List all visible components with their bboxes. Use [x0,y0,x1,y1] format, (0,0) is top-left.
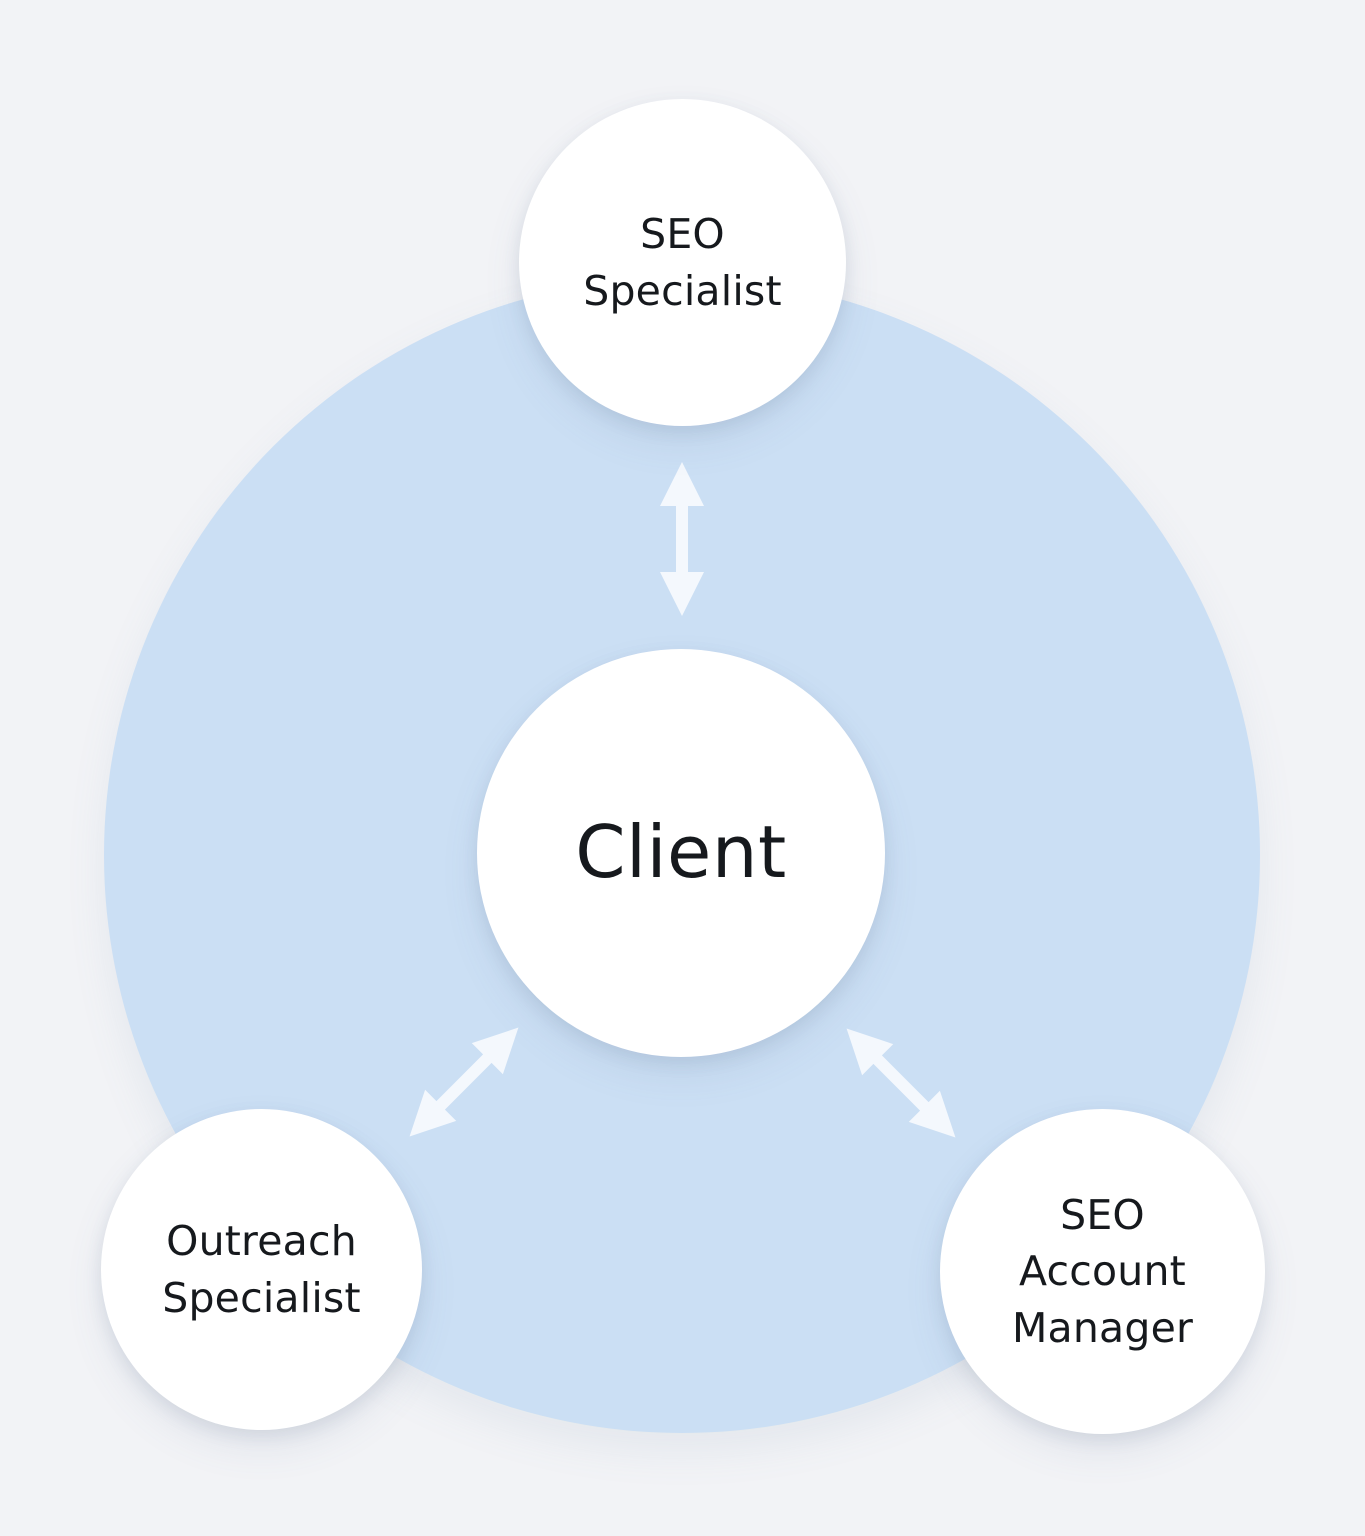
node-seo-specialist-label: SEO Specialist [583,206,782,319]
node-client: Client [477,649,885,1057]
node-outreach-specialist: Outreach Specialist [101,1109,422,1430]
node-seo-account-manager-label: SEO Account Manager [1012,1187,1193,1357]
label-line: Account [1019,1247,1186,1296]
label-line: SEO [640,209,725,258]
arrow-client-seo-account-manager [830,1012,971,1153]
double-arrow-icon [846,1028,956,1138]
double-arrow-icon [660,462,704,616]
node-seo-specialist: SEO Specialist [519,99,846,426]
label-line: Specialist [162,1273,361,1322]
node-outreach-specialist-label: Outreach Specialist [162,1213,361,1326]
arrow-client-outreach-specialist [393,1011,534,1152]
node-client-label: Client [575,810,787,895]
node-seo-account-manager: SEO Account Manager [940,1109,1265,1434]
double-arrow-icon [409,1027,519,1137]
label-line: Outreach [166,1216,357,1265]
label-line: Manager [1011,1303,1194,1352]
arrow-client-seo-specialist [659,462,705,616]
label-line: Specialist [583,266,782,315]
label-line: SEO [1060,1190,1145,1239]
